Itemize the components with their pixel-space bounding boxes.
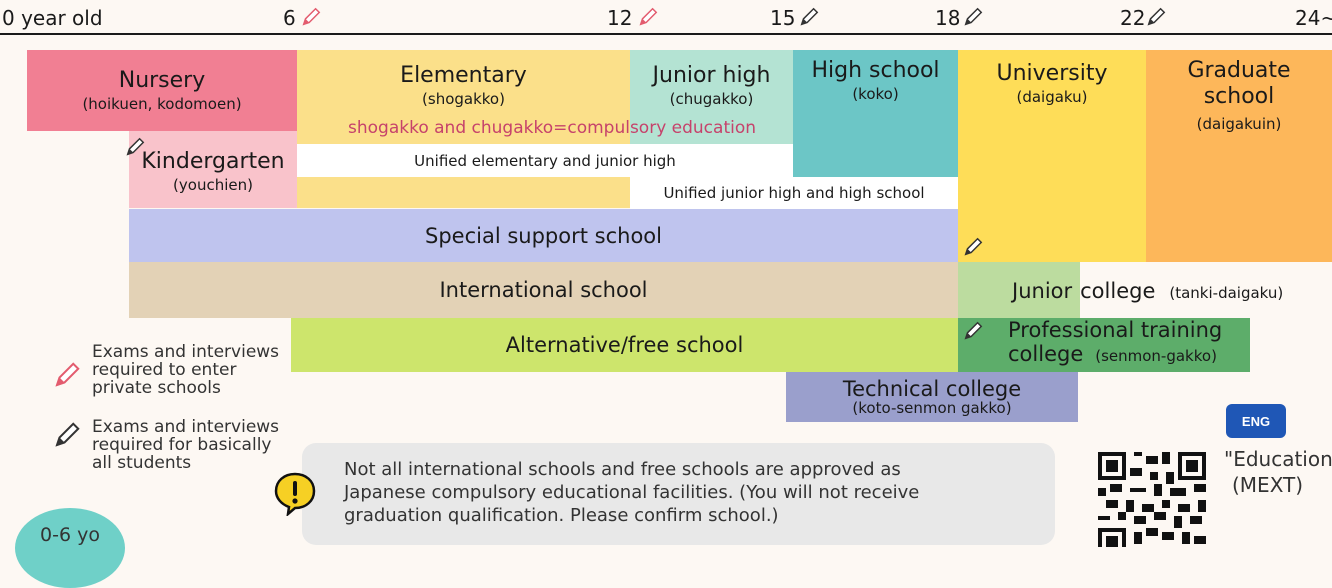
high-school-sub: (koko) <box>852 85 899 103</box>
professional-title-1: Professional training <box>1008 318 1223 342</box>
black-pencil-icon <box>800 7 819 26</box>
black-pencil-icon <box>964 7 983 26</box>
red-pencil-icon <box>55 362 80 387</box>
warning-icon <box>272 470 318 518</box>
elementary-sub: (shogakko) <box>422 90 505 108</box>
kindergarten-title: Kindergarten <box>141 148 285 174</box>
note-text: Not all international schools and free s… <box>344 458 919 527</box>
kindergarten-sub: (youchien) <box>173 175 253 194</box>
source-line-2: (MEXT) <box>1232 473 1304 497</box>
university-label: University (daigaku) <box>958 58 1146 110</box>
red-pencil-icon <box>639 7 658 26</box>
graduate-title-1: Graduate <box>1187 58 1291 83</box>
note-line-2: Japanese compulsory educational faciliti… <box>344 482 920 503</box>
professional-sub: (senmon-gakko) <box>1095 347 1217 365</box>
block-unified-elem-jh: Unified elementary and junior high <box>297 144 793 177</box>
alternative-title: Alternative/free school <box>505 333 744 357</box>
block-professional <box>958 318 1250 372</box>
eng-label: ENG <box>1241 413 1271 429</box>
age-label-6: 6 <box>283 6 296 30</box>
legend-private-line-3: private schools <box>92 378 221 398</box>
black-pencil-icon <box>55 422 80 447</box>
source-line-1: "Education <box>1224 447 1332 471</box>
age-badge-label: 0-6 yo <box>40 524 100 546</box>
age-label-22: 22 <box>1120 6 1146 30</box>
age-label-24: 24~ <box>1295 6 1332 30</box>
block-nursery: Nursery (hoikuen, kodomoen) <box>27 50 297 131</box>
unified-elem-jh-title: Unified elementary and junior high <box>414 151 676 170</box>
elementary-note: shogakko and chugakko=compulsory educati… <box>348 118 757 138</box>
technical-sub: (koto-senmon gakko) <box>852 399 1012 417</box>
legend-all-exam: Exams and interviews required for basica… <box>92 418 279 472</box>
junior-college-title-a: Junior <box>1012 279 1073 303</box>
graduate-sub: (daigakuin) <box>1196 115 1282 133</box>
block-unified-jh-hs: Unified junior high and high school <box>630 177 958 209</box>
age-label-0: 0 year old <box>2 6 103 30</box>
graduate-title-2: school <box>1203 84 1275 109</box>
block-university <box>958 50 1146 262</box>
legend-private-line-2: required to enter <box>92 360 237 380</box>
eng-language-button[interactable]: ENG <box>1226 404 1286 438</box>
special-support-title: Special support school <box>425 223 662 248</box>
black-pencil-icon <box>126 137 145 156</box>
block-junior-college <box>958 262 1080 318</box>
graduate-label: Graduate school (daigakuin) <box>1146 58 1332 148</box>
junior-high-sub: (chugakko) <box>669 90 754 108</box>
international-title: International school <box>439 278 648 302</box>
age-axis-line <box>0 33 1332 35</box>
black-pencil-icon <box>964 237 983 256</box>
block-international: International school <box>129 262 958 318</box>
age-badge[interactable]: 0-6 yo <box>15 508 125 588</box>
block-alternative: Alternative/free school <box>291 318 958 372</box>
junior-college-title-b: college <box>1080 279 1156 303</box>
technical-title: Technical college <box>842 377 1022 401</box>
block-kindergarten: Kindergarten (youchien) <box>129 131 297 208</box>
junior-high-title: Junior high <box>652 63 771 88</box>
block-elementary <box>297 50 630 208</box>
professional-line-2: college (senmon-gakko) <box>1008 342 1222 366</box>
university-title: University <box>996 61 1108 86</box>
note-line-3: graduation qualification. Please confirm… <box>344 505 779 526</box>
block-graduate <box>1146 50 1332 262</box>
junior-college-sub: (tanki-daigaku) <box>1169 284 1284 302</box>
source-text: "Education (MEXT) <box>1224 446 1332 498</box>
university-sub: (daigaku) <box>1016 88 1088 106</box>
high-school-title: High school <box>811 58 940 83</box>
junior-college-label: Junior college (tanki-daigaku) <box>1012 278 1283 304</box>
age-label-18: 18 <box>935 6 961 30</box>
note-line-1: Not all international schools and free s… <box>344 459 901 480</box>
junior-high-label: Junior high (chugakko) <box>630 58 793 114</box>
age-label-12: 12 <box>607 6 633 30</box>
black-pencil-icon <box>964 321 983 340</box>
legend-all-line-1: Exams and interviews <box>92 417 280 437</box>
legend-all-line-3: all students <box>92 453 192 473</box>
legend-private-line-1: Exams and interviews <box>92 342 280 362</box>
note-box <box>302 443 1055 545</box>
elementary-label: Elementary (shogakko) <box>297 58 630 114</box>
unified-jh-hs-title: Unified junior high and high school <box>663 184 925 202</box>
block-technical: Technical college (koto-senmon gakko) <box>786 372 1078 422</box>
qr-code[interactable] <box>1098 452 1206 547</box>
professional-title-2: college <box>1008 342 1084 366</box>
black-pencil-icon <box>1147 7 1166 26</box>
elementary-title: Elementary <box>400 63 527 88</box>
high-school-label: High school (koko) <box>793 58 958 110</box>
legend-all-line-2: required for basically <box>92 435 272 455</box>
age-label-15: 15 <box>770 6 796 30</box>
legend-private-exam: Exams and interviews required to enter p… <box>92 343 279 397</box>
professional-label: Professional training college (senmon-ga… <box>1008 318 1222 366</box>
block-special-support: Special support school <box>129 209 958 262</box>
red-pencil-icon <box>302 7 321 26</box>
nursery-title: Nursery <box>118 67 206 93</box>
block-high-school <box>793 50 958 177</box>
nursery-sub: (hoikuen, kodomoen) <box>82 94 242 113</box>
